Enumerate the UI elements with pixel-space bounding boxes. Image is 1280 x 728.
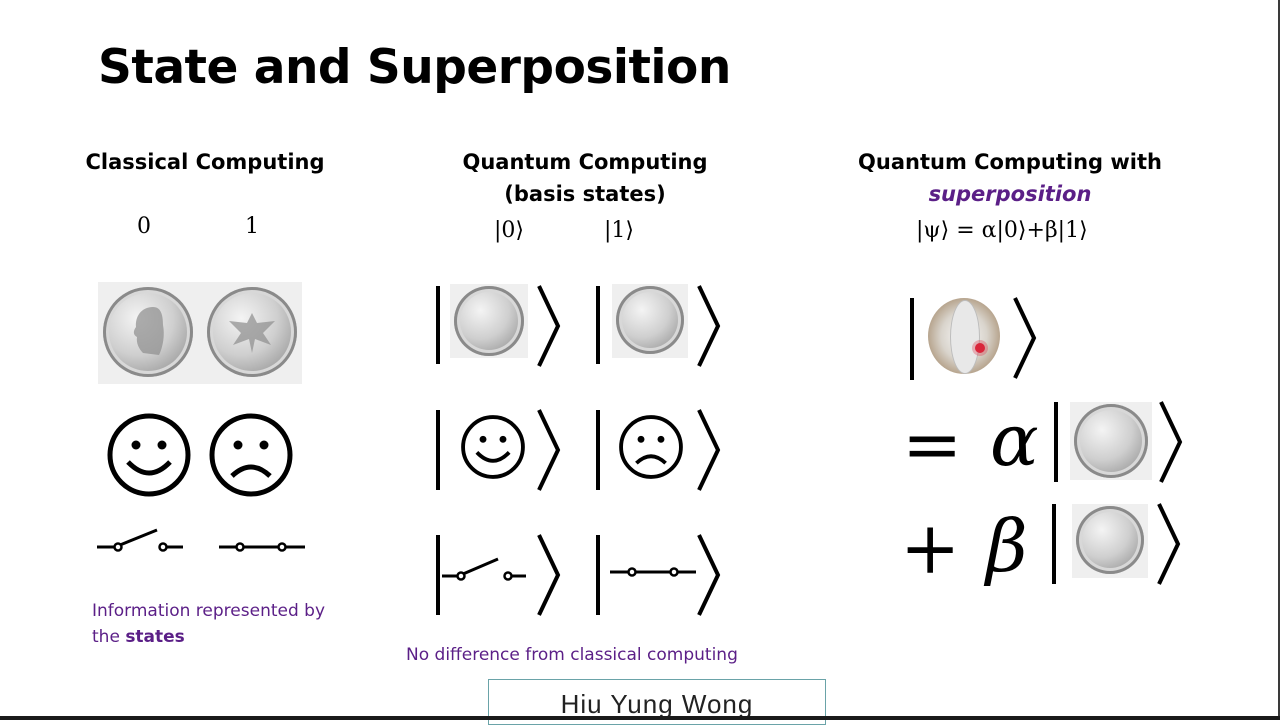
classical-zero-label: 0 bbox=[137, 214, 151, 239]
ket-angle-icon bbox=[537, 534, 561, 616]
alpha-symbol: α bbox=[990, 398, 1039, 482]
ket-bar bbox=[910, 298, 914, 380]
ket-angle-icon bbox=[1159, 401, 1183, 483]
classical-note: Information represented by the states bbox=[92, 598, 332, 650]
ket-bar bbox=[436, 535, 440, 615]
plus-sign: + bbox=[900, 506, 961, 590]
ket-angle-icon bbox=[537, 409, 561, 491]
coin-heads-icon bbox=[1074, 404, 1148, 478]
ket-angle-icon bbox=[697, 534, 721, 616]
superposition-heading-line2: superposition bbox=[928, 182, 1092, 206]
quantum-basis-note: No difference from classical computing bbox=[406, 645, 738, 665]
switch-open-icon bbox=[442, 557, 526, 581]
switch-closed-icon bbox=[610, 567, 696, 577]
beta-symbol: β bbox=[986, 504, 1028, 588]
ket-bar bbox=[436, 410, 440, 490]
ket-angle-icon bbox=[697, 409, 721, 491]
ket-zero-label: |0⟩ bbox=[494, 218, 524, 243]
coin-tails-icon bbox=[1076, 506, 1144, 574]
ket-angle-icon bbox=[537, 285, 561, 367]
ket-bar bbox=[1054, 402, 1058, 482]
ket-bar bbox=[596, 535, 600, 615]
happy-face-icon bbox=[107, 413, 191, 497]
classical-heading: Classical Computing bbox=[85, 150, 325, 174]
switch-open-icon bbox=[97, 528, 183, 552]
ket-bar bbox=[596, 410, 600, 490]
quantum-basis-heading-line2: (basis states) bbox=[504, 182, 666, 206]
window-edge bbox=[1278, 0, 1280, 720]
classical-one-label: 1 bbox=[245, 214, 259, 239]
ket-angle-icon bbox=[697, 285, 721, 367]
equals-sign: = bbox=[902, 402, 963, 486]
superposition-heading: Quantum Computing with superposition bbox=[850, 146, 1170, 210]
coin-heads-icon bbox=[103, 287, 193, 377]
coin-edge bbox=[950, 300, 980, 374]
quantum-basis-heading-line1: Quantum Computing bbox=[462, 150, 708, 174]
classical-note-text: Information represented by the bbox=[92, 601, 326, 647]
happy-face-icon bbox=[461, 415, 525, 479]
coin-spinning-icon bbox=[928, 298, 1000, 374]
ket-angle-icon bbox=[1013, 297, 1037, 379]
cursor-dot bbox=[975, 343, 985, 353]
ket-angle-icon bbox=[1157, 503, 1181, 585]
coin-heads-icon bbox=[454, 286, 524, 356]
ket-bar bbox=[1052, 504, 1056, 584]
ket-bar bbox=[596, 286, 600, 364]
coin-tails-icon bbox=[207, 287, 297, 377]
switch-closed-icon bbox=[219, 542, 305, 552]
classical-note-bold: states bbox=[125, 627, 185, 647]
sad-face-icon bbox=[619, 415, 683, 479]
sad-face-icon bbox=[209, 413, 293, 497]
superposition-equation: |ψ⟩ = α|0⟩+β|1⟩ bbox=[916, 218, 1088, 243]
quantum-basis-heading: Quantum Computing (basis states) bbox=[440, 146, 730, 210]
bottom-bar bbox=[0, 716, 1280, 720]
coin-tails-icon bbox=[616, 286, 684, 354]
ket-bar bbox=[436, 286, 440, 364]
ket-one-label: |1⟩ bbox=[604, 218, 634, 243]
superposition-heading-line1: Quantum Computing with bbox=[858, 150, 1162, 174]
slide-title: State and Superposition bbox=[98, 40, 731, 95]
